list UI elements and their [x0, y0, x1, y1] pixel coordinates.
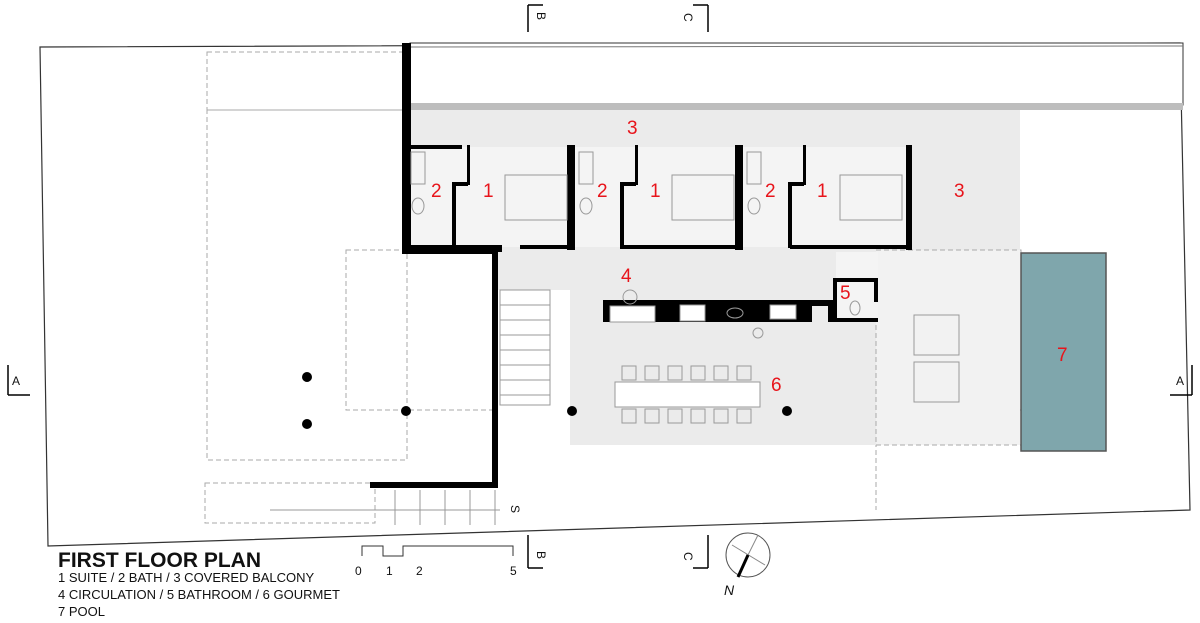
north-arrow-icon: N: [724, 532, 771, 598]
dining-table: [614, 314, 960, 424]
room-label-gourmet: 6: [771, 375, 782, 396]
suites-block: [402, 43, 912, 252]
legend-line: 7 POOL: [58, 604, 105, 619]
room-label-balcony: 3: [627, 118, 638, 139]
room-numbers: 3 2 1 2 1 2 1 3 4 5 6 7: [431, 118, 1068, 396]
legend-line: 1 SUITE / 2 BATH / 3 COVERED BALCONY: [58, 570, 315, 585]
scale-label: 0: [355, 564, 362, 578]
columns: [302, 372, 792, 429]
roof-strip: [409, 42, 1184, 106]
room-label-suite: 1: [650, 181, 661, 202]
bathroom-5: [833, 252, 878, 322]
section-c-bottom: C: [681, 552, 695, 561]
scale-label: 2: [416, 564, 423, 578]
section-c-top: C: [681, 13, 695, 22]
stair-area: [497, 290, 570, 445]
scale-label: 5: [510, 564, 517, 578]
room-label-bath: 2: [597, 181, 608, 202]
scale-bar: 0 1 2 5: [355, 545, 517, 578]
room-label-pool: 7: [1057, 345, 1068, 366]
pool: [1020, 252, 1107, 452]
room-label-balcony: 3: [954, 181, 965, 202]
north-label: N: [724, 582, 735, 598]
section-b-top: B: [534, 12, 548, 20]
roof-edge: [410, 103, 1183, 110]
kitchen-counter: [603, 289, 835, 339]
section-a-right: A: [1176, 374, 1184, 388]
stairs: S: [270, 289, 551, 525]
room-label-circulation: 4: [621, 266, 632, 287]
section-a-left: A: [12, 374, 20, 388]
scale-label: 1: [386, 564, 393, 578]
room-label-suite: 1: [817, 181, 828, 202]
stair-direction-label: S: [508, 505, 522, 513]
legend-line: 4 CIRCULATION / 5 BATHROOM / 6 GOURMET: [58, 587, 340, 602]
section-markers: [7, 4, 1193, 569]
room-label-bath: 2: [431, 181, 442, 202]
room-label-bathroom: 5: [840, 283, 851, 304]
section-b-bottom: B: [534, 551, 548, 559]
plan-title: FIRST FLOOR PLAN: [58, 549, 261, 572]
room-label-suite: 1: [483, 181, 494, 202]
room-label-bath: 2: [765, 181, 776, 202]
